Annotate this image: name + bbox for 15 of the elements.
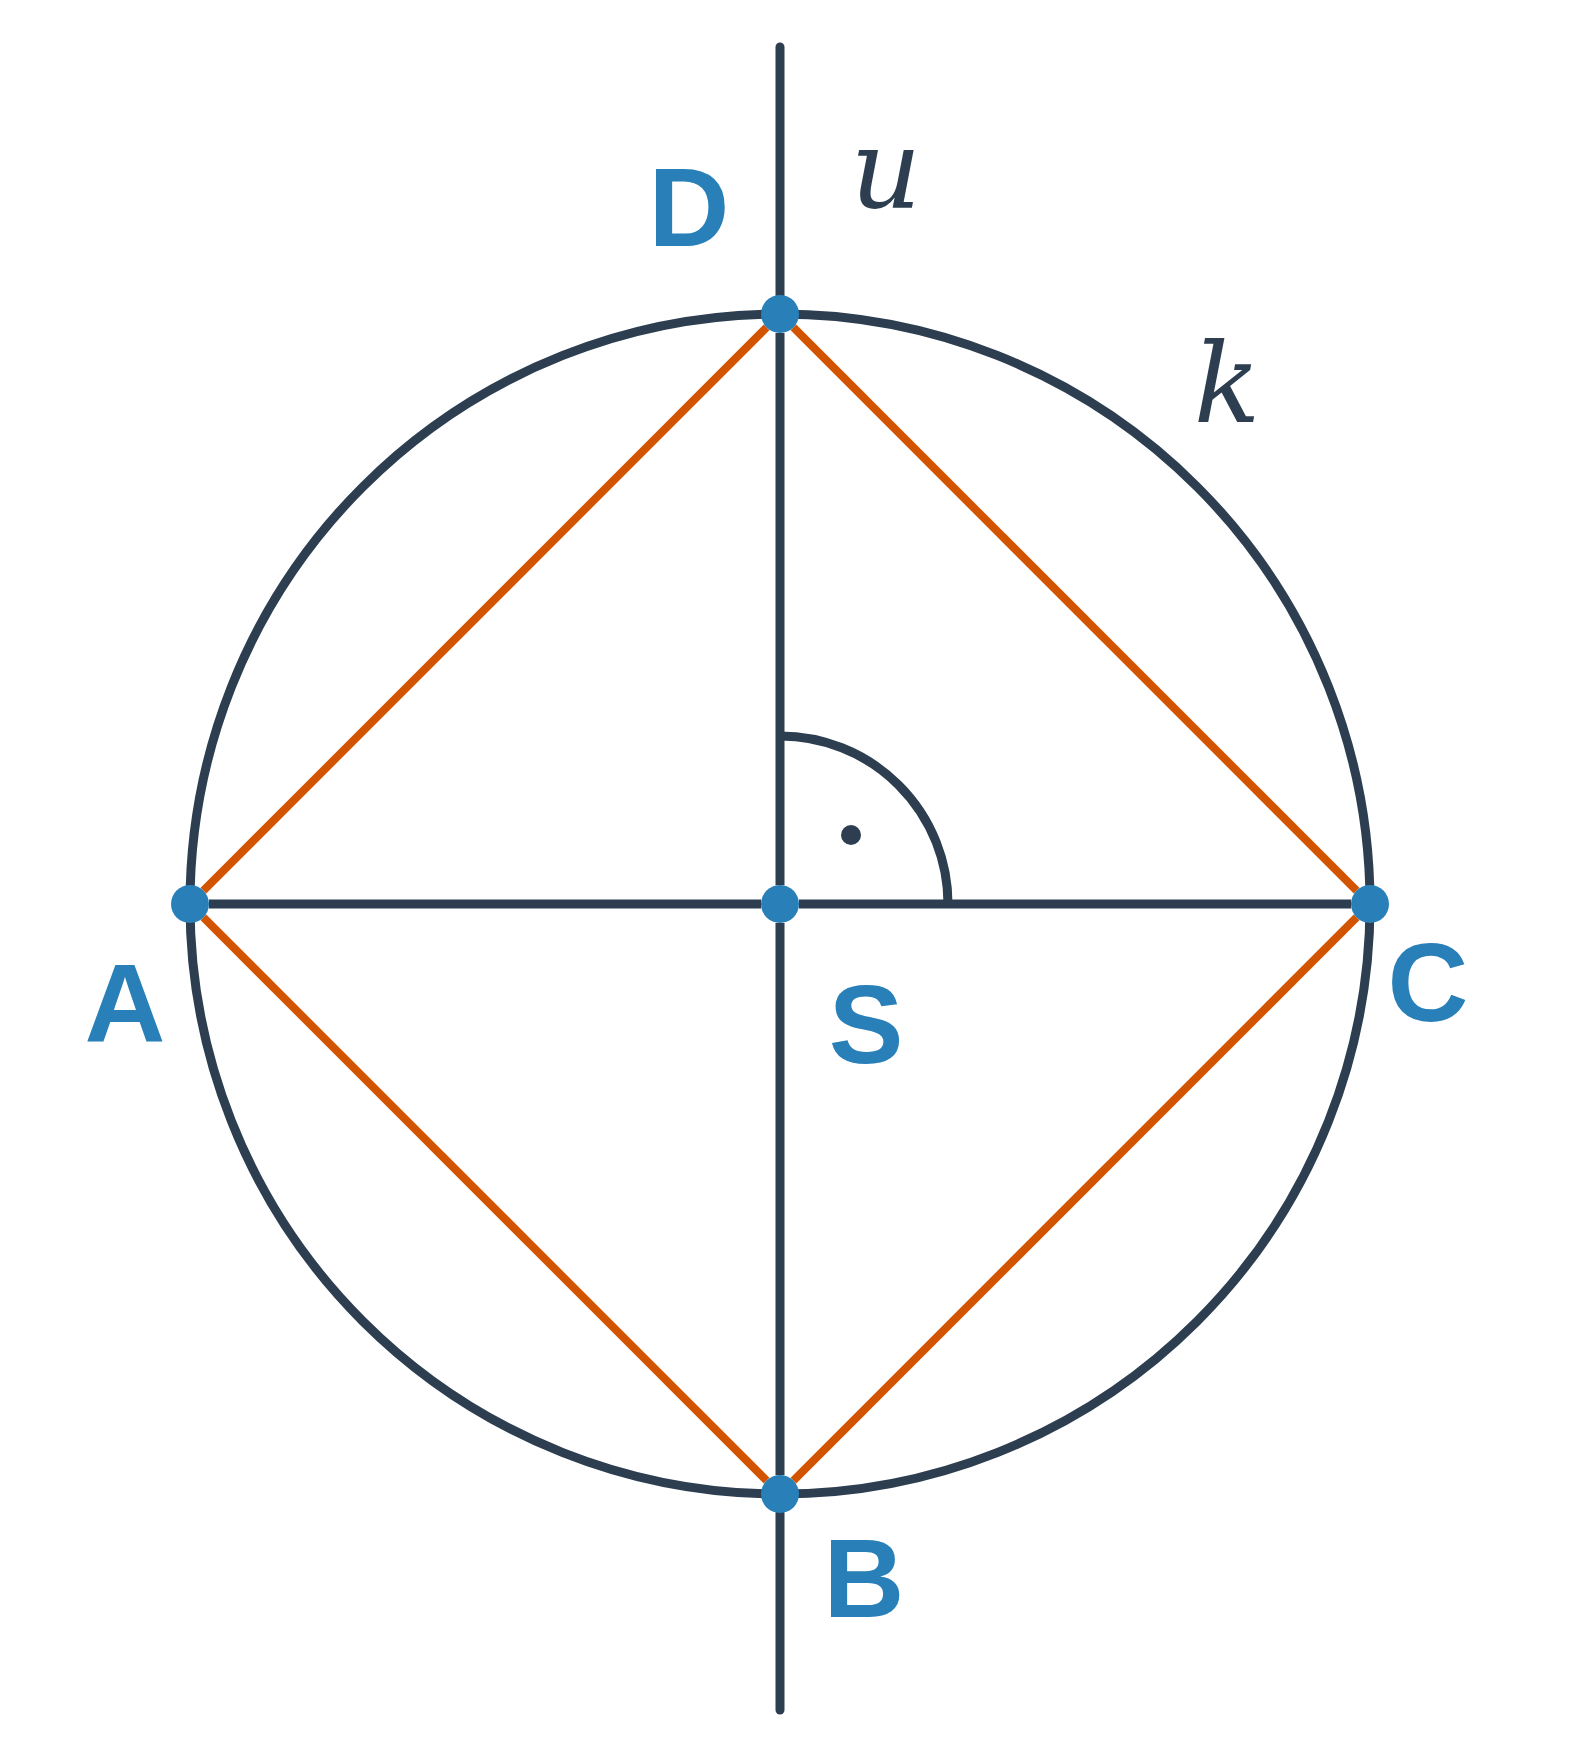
line-segment: [209, 899, 761, 909]
point-label: A: [84, 948, 166, 1060]
line-segment: [200, 914, 770, 1484]
line-segment: [200, 324, 770, 894]
line-segment: [790, 324, 1360, 894]
line-segment: [775, 333, 785, 885]
line-segment: [790, 914, 1360, 1484]
point-label: C: [1387, 927, 1469, 1039]
line-segment: [775, 923, 785, 1475]
line-segment: [799, 899, 1351, 909]
point-label: B: [823, 1523, 905, 1635]
line-name: u: [850, 114, 922, 224]
point-label: D: [648, 152, 730, 264]
point-label: S: [828, 969, 904, 1081]
line-name: k: [1193, 329, 1261, 439]
